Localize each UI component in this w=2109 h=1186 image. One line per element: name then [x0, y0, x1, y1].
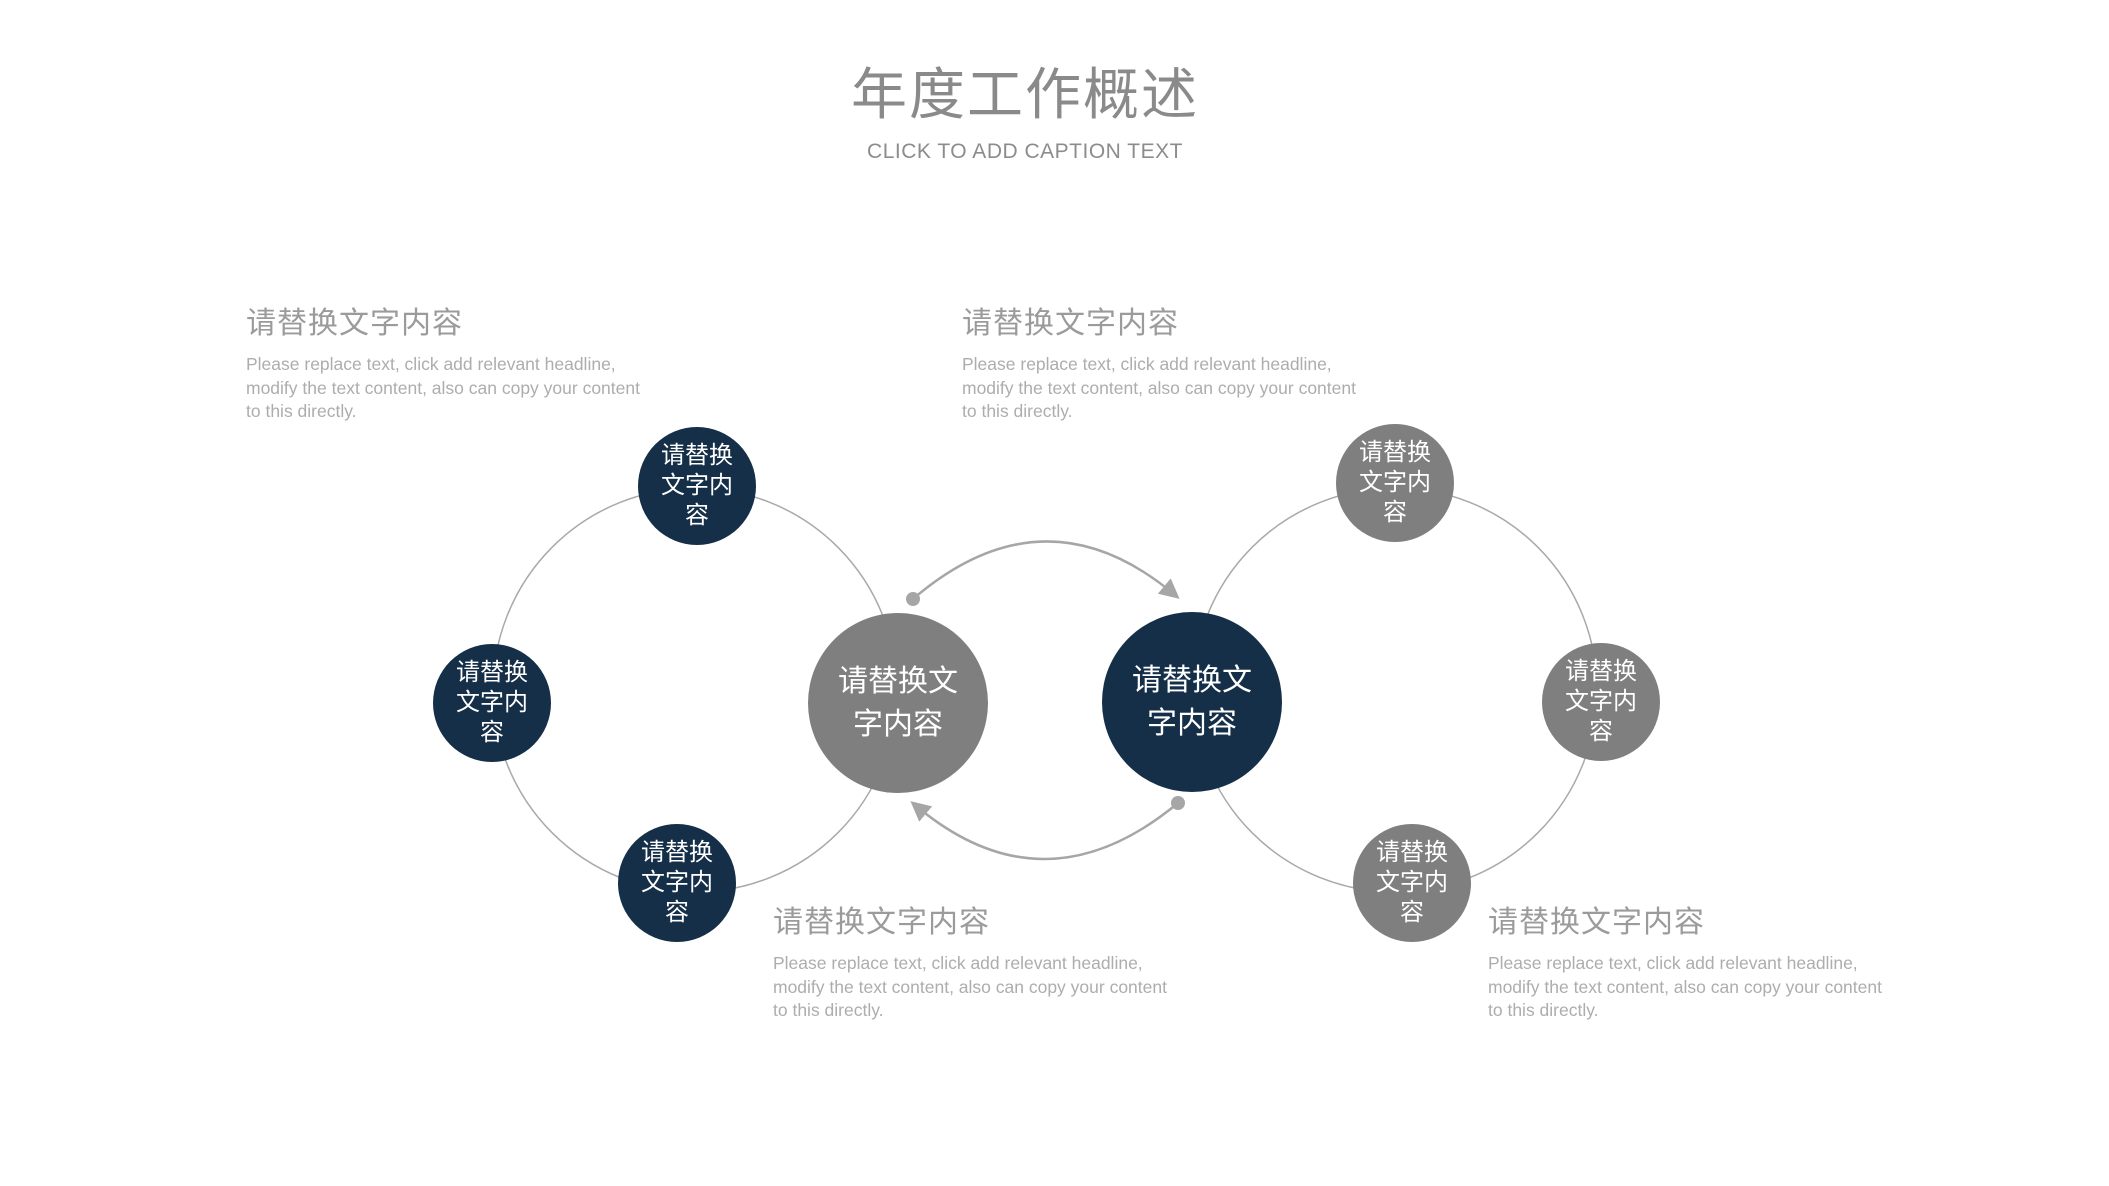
caption-placeholder[interactable]: CLICK TO ADD CAPTION TEXT	[867, 140, 1183, 163]
page-title[interactable]: 年度工作概述	[851, 63, 1199, 126]
block-body: Please replace text, click add relevant …	[962, 354, 1356, 421]
satellite-label: 请替换文字内容	[1565, 658, 1637, 745]
text-block-top-middle[interactable]: 请替换文字内容 Please replace text, click add r…	[962, 305, 1362, 424]
flow-arrow-bottom-icon	[910, 801, 1179, 861]
flow-arrow-top-icon	[912, 540, 1180, 600]
satellite-label: 请替换文字内容	[456, 659, 528, 746]
satellite-label: 请替换文字内容	[661, 442, 733, 529]
block-body: Please replace text, click add relevant …	[773, 953, 1167, 1020]
slide-header: 年度工作概述 CLICK TO ADD CAPTION TEXT	[0, 62, 2050, 164]
text-block-bottom-middle[interactable]: 请替换文字内容 Please replace text, click add r…	[773, 904, 1173, 1023]
hub-label: 请替换文字内容	[1132, 664, 1252, 740]
block-heading: 请替换文字内容	[773, 906, 990, 939]
text-block-top-left[interactable]: 请替换文字内容 Please replace text, click add r…	[246, 305, 646, 424]
satellite-label: 请替换文字内容	[641, 839, 713, 926]
block-body: Please replace text, click add relevant …	[246, 354, 640, 421]
block-heading: 请替换文字内容	[962, 307, 1179, 340]
text-block-bottom-right[interactable]: 请替换文字内容 Please replace text, click add r…	[1488, 904, 1888, 1023]
block-body: Please replace text, click add relevant …	[1488, 953, 1882, 1020]
hub-label: 请替换文字内容	[838, 665, 958, 741]
satellite-label: 请替换文字内容	[1376, 839, 1448, 926]
satellite-circle-right-bottom[interactable]: 请替换文字内容	[1353, 824, 1471, 942]
satellite-circle-right-top[interactable]: 请替换文字内容	[1336, 424, 1454, 542]
block-heading: 请替换文字内容	[246, 307, 463, 340]
satellite-circle-left-left[interactable]: 请替换文字内容	[433, 644, 551, 762]
flow-arrow-bottom-dot-icon	[1171, 796, 1185, 810]
satellite-circle-left-bottom[interactable]: 请替换文字内容	[618, 824, 736, 942]
flow-arrow-top-dot-icon	[906, 592, 920, 606]
satellite-circle-right-right[interactable]: 请替换文字内容	[1542, 643, 1660, 761]
satellite-circle-left-top[interactable]: 请替换文字内容	[638, 427, 756, 545]
block-heading: 请替换文字内容	[1488, 906, 1705, 939]
satellite-label: 请替换文字内容	[1359, 439, 1431, 526]
right-hub-circle[interactable]: 请替换文字内容	[1102, 612, 1282, 792]
left-hub-circle[interactable]: 请替换文字内容	[808, 613, 988, 793]
